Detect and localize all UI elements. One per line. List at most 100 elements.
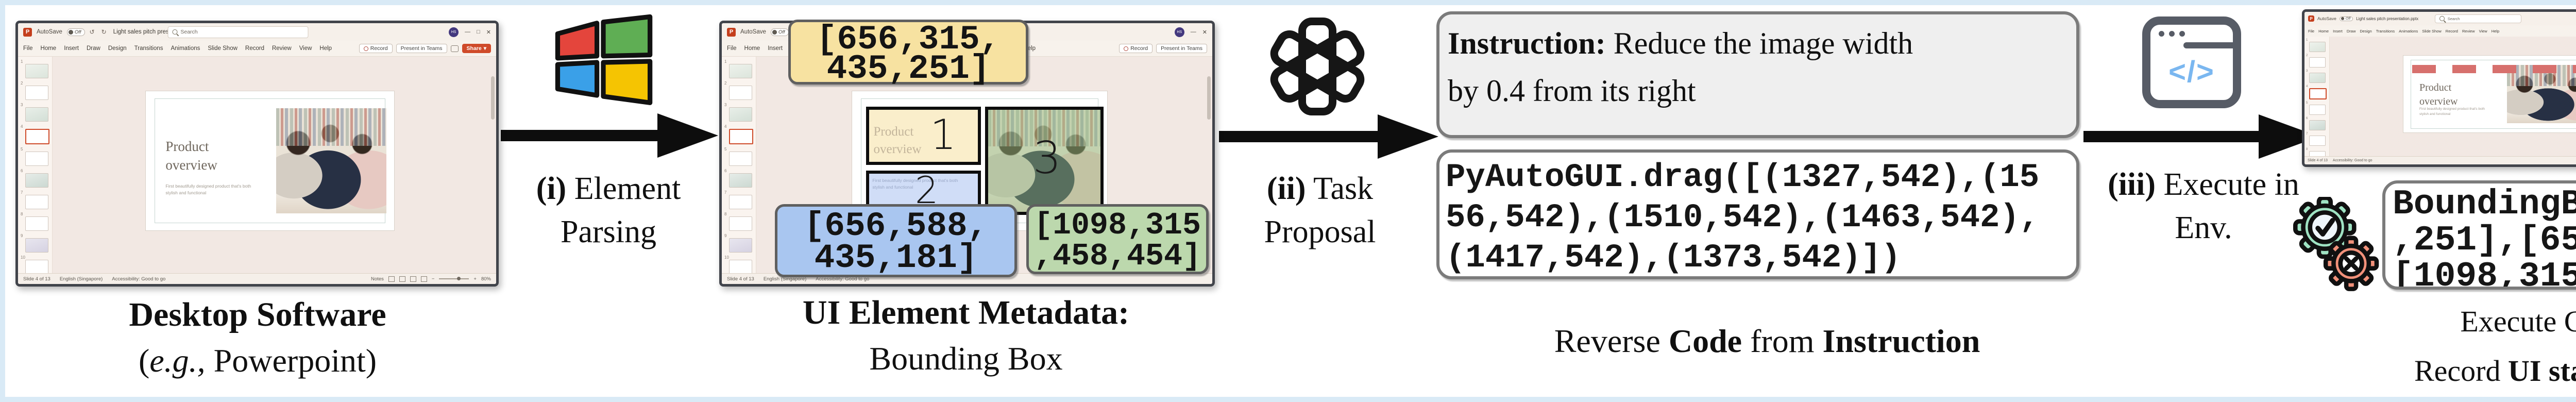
slide-thumbnail[interactable]: 3: [18, 100, 52, 122]
slide-thumbnail[interactable]: 8: [722, 209, 756, 231]
ribbon-tab[interactable]: View: [2479, 28, 2487, 34]
search-input[interactable]: Search: [167, 26, 309, 38]
slide-thumbnail[interactable]: 9: [18, 231, 52, 253]
ribbon-tab[interactable]: Design: [108, 45, 127, 52]
slide-thumbnail[interactable]: 5: [2304, 99, 2329, 115]
ribbon-tab[interactable]: Draw: [2346, 28, 2356, 34]
slide-thumbnail[interactable]: 4: [18, 122, 52, 144]
ribbon-tab[interactable]: Insert: [2333, 28, 2343, 34]
minimize-button[interactable]: —: [1190, 29, 1196, 35]
ribbon-tab[interactable]: Home: [744, 45, 760, 52]
slide-thumbnail[interactable]: 6: [722, 166, 756, 188]
share-button[interactable]: Share▾: [462, 44, 491, 53]
ribbon-tab[interactable]: Home: [40, 45, 57, 52]
ribbon-tab[interactable]: Insert: [64, 45, 79, 52]
slide-thumbnail[interactable]: 7: [18, 188, 52, 209]
autosave-toggle[interactable]: Off: [66, 28, 85, 36]
zoom-slider[interactable]: [439, 277, 469, 280]
ribbon-tab[interactable]: View: [299, 45, 312, 52]
accessibility-indicator[interactable]: Accessibility: Good to go: [816, 276, 870, 282]
ribbon-tab[interactable]: Draw: [86, 45, 100, 52]
slide-thumbnail-panel[interactable]: 123456789101112: [722, 57, 756, 274]
slide-thumbnail[interactable]: 8: [18, 209, 52, 231]
ribbon-tab[interactable]: Record: [2445, 28, 2458, 34]
ribbon-tab[interactable]: Help: [319, 45, 332, 52]
slide-thumbnail[interactable]: 3: [2304, 68, 2329, 83]
ribbon-tab[interactable]: Help: [2491, 28, 2500, 34]
redo-icon[interactable]: ↻: [101, 28, 109, 36]
document-title[interactable]: Light sales pitch presentation.pptx: [2356, 16, 2419, 21]
gpt-logo-icon: [1265, 18, 1369, 115]
slide-thumbnail[interactable]: 1: [2304, 37, 2329, 52]
slide-sorter-icon[interactable]: [399, 276, 405, 282]
slide-thumbnail[interactable]: 7: [722, 188, 756, 209]
avatar[interactable]: HS: [1174, 27, 1184, 37]
record-button[interactable]: Record: [359, 44, 393, 53]
slide-thumbnail[interactable]: 10: [722, 253, 756, 274]
ribbon-tab[interactable]: File: [23, 45, 33, 52]
slide-thumbnail[interactable]: 2: [18, 78, 52, 100]
avatar[interactable]: HS: [449, 27, 459, 37]
slide-thumbnail[interactable]: 4: [2304, 83, 2329, 99]
ribbon-tab[interactable]: Review: [2462, 28, 2475, 34]
maximize-button[interactable]: □: [477, 29, 480, 35]
slide-thumbnail[interactable]: 7: [2304, 130, 2329, 146]
ribbon-tab[interactable]: Animations: [2399, 28, 2418, 34]
zoom-in-button[interactable]: +: [473, 276, 477, 282]
reading-view-icon[interactable]: [410, 276, 416, 282]
notes-button[interactable]: Notes: [371, 276, 384, 282]
ribbon-tab[interactable]: Transitions: [2376, 28, 2395, 34]
ribbon-tab[interactable]: Slide Show: [2422, 28, 2442, 34]
autosave-toggle[interactable]: Off: [2339, 16, 2353, 21]
ribbon-tab[interactable]: Home: [2318, 28, 2329, 34]
slide-thumbnail[interactable]: 4: [722, 122, 756, 144]
slide-photo[interactable]: [276, 108, 387, 214]
ribbon-tab[interactable]: Slide Show: [208, 45, 238, 52]
browser-dots-icon: [2159, 31, 2164, 37]
slide-thumbnail[interactable]: 6: [2304, 115, 2329, 130]
slide-thumbnail-panel[interactable]: 123456789101112: [2304, 37, 2330, 157]
slide-thumbnail[interactable]: 1: [722, 57, 756, 78]
slide-thumbnail[interactable]: 8: [2304, 146, 2329, 157]
autosave-toggle[interactable]: Off: [770, 28, 789, 36]
close-button[interactable]: ✕: [486, 29, 491, 36]
slide-thumbnail[interactable]: 5: [722, 144, 756, 166]
slideshow-icon[interactable]: [420, 276, 427, 282]
comments-icon[interactable]: [450, 45, 459, 52]
slide-thumbnail[interactable]: 2: [2304, 52, 2329, 68]
present-in-teams-button[interactable]: Present in Teams: [1156, 44, 1207, 53]
minimize-button[interactable]: —: [465, 29, 471, 35]
slide-thumbnail[interactable]: 5: [18, 144, 52, 166]
search-input[interactable]: Search: [2434, 14, 2521, 23]
slide-thumbnail[interactable]: 6: [18, 166, 52, 188]
ribbon-tab[interactable]: Record: [245, 45, 264, 52]
close-button[interactable]: ✕: [1202, 29, 1207, 36]
language-indicator[interactable]: English (Singapore): [59, 276, 103, 282]
slide-thumbnail[interactable]: 2: [722, 78, 756, 100]
accessibility-indicator[interactable]: Accessibility: Good to go: [2332, 159, 2372, 162]
language-indicator[interactable]: English (Singapore): [763, 276, 807, 282]
ribbon-tab[interactable]: Insert: [768, 45, 783, 52]
slide-thumbnail[interactable]: 1: [18, 57, 52, 78]
ribbon-tab[interactable]: Review: [272, 45, 292, 52]
ribbon-tab[interactable]: File: [2308, 28, 2315, 34]
slide-thumbnail[interactable]: 3: [722, 100, 756, 122]
ribbon-tab[interactable]: Transitions: [134, 45, 163, 52]
slide-thumbnail[interactable]: 9: [722, 231, 756, 253]
ribbon-tab[interactable]: Animations: [171, 45, 200, 52]
region-3-tint: [988, 109, 1100, 212]
zoom-level[interactable]: 80%: [481, 276, 491, 282]
accessibility-indicator[interactable]: Accessibility: Good to go: [112, 276, 166, 282]
zoom-slider-handle[interactable]: [457, 277, 461, 280]
ribbon-tab[interactable]: Design: [2360, 28, 2372, 34]
undo-icon[interactable]: ↺: [89, 28, 97, 36]
present-in-teams-button[interactable]: Present in Teams: [396, 44, 447, 53]
normal-view-icon[interactable]: [388, 276, 395, 282]
record-button[interactable]: Record: [1119, 44, 1153, 53]
slide-thumbnail-panel[interactable]: 123456789101112: [18, 57, 53, 274]
slide-photo[interactable]: [2507, 65, 2576, 124]
zoom-out-button[interactable]: −: [431, 276, 435, 282]
ribbon-tab[interactable]: File: [727, 45, 737, 52]
slide-thumbnail[interactable]: 10: [18, 253, 52, 274]
